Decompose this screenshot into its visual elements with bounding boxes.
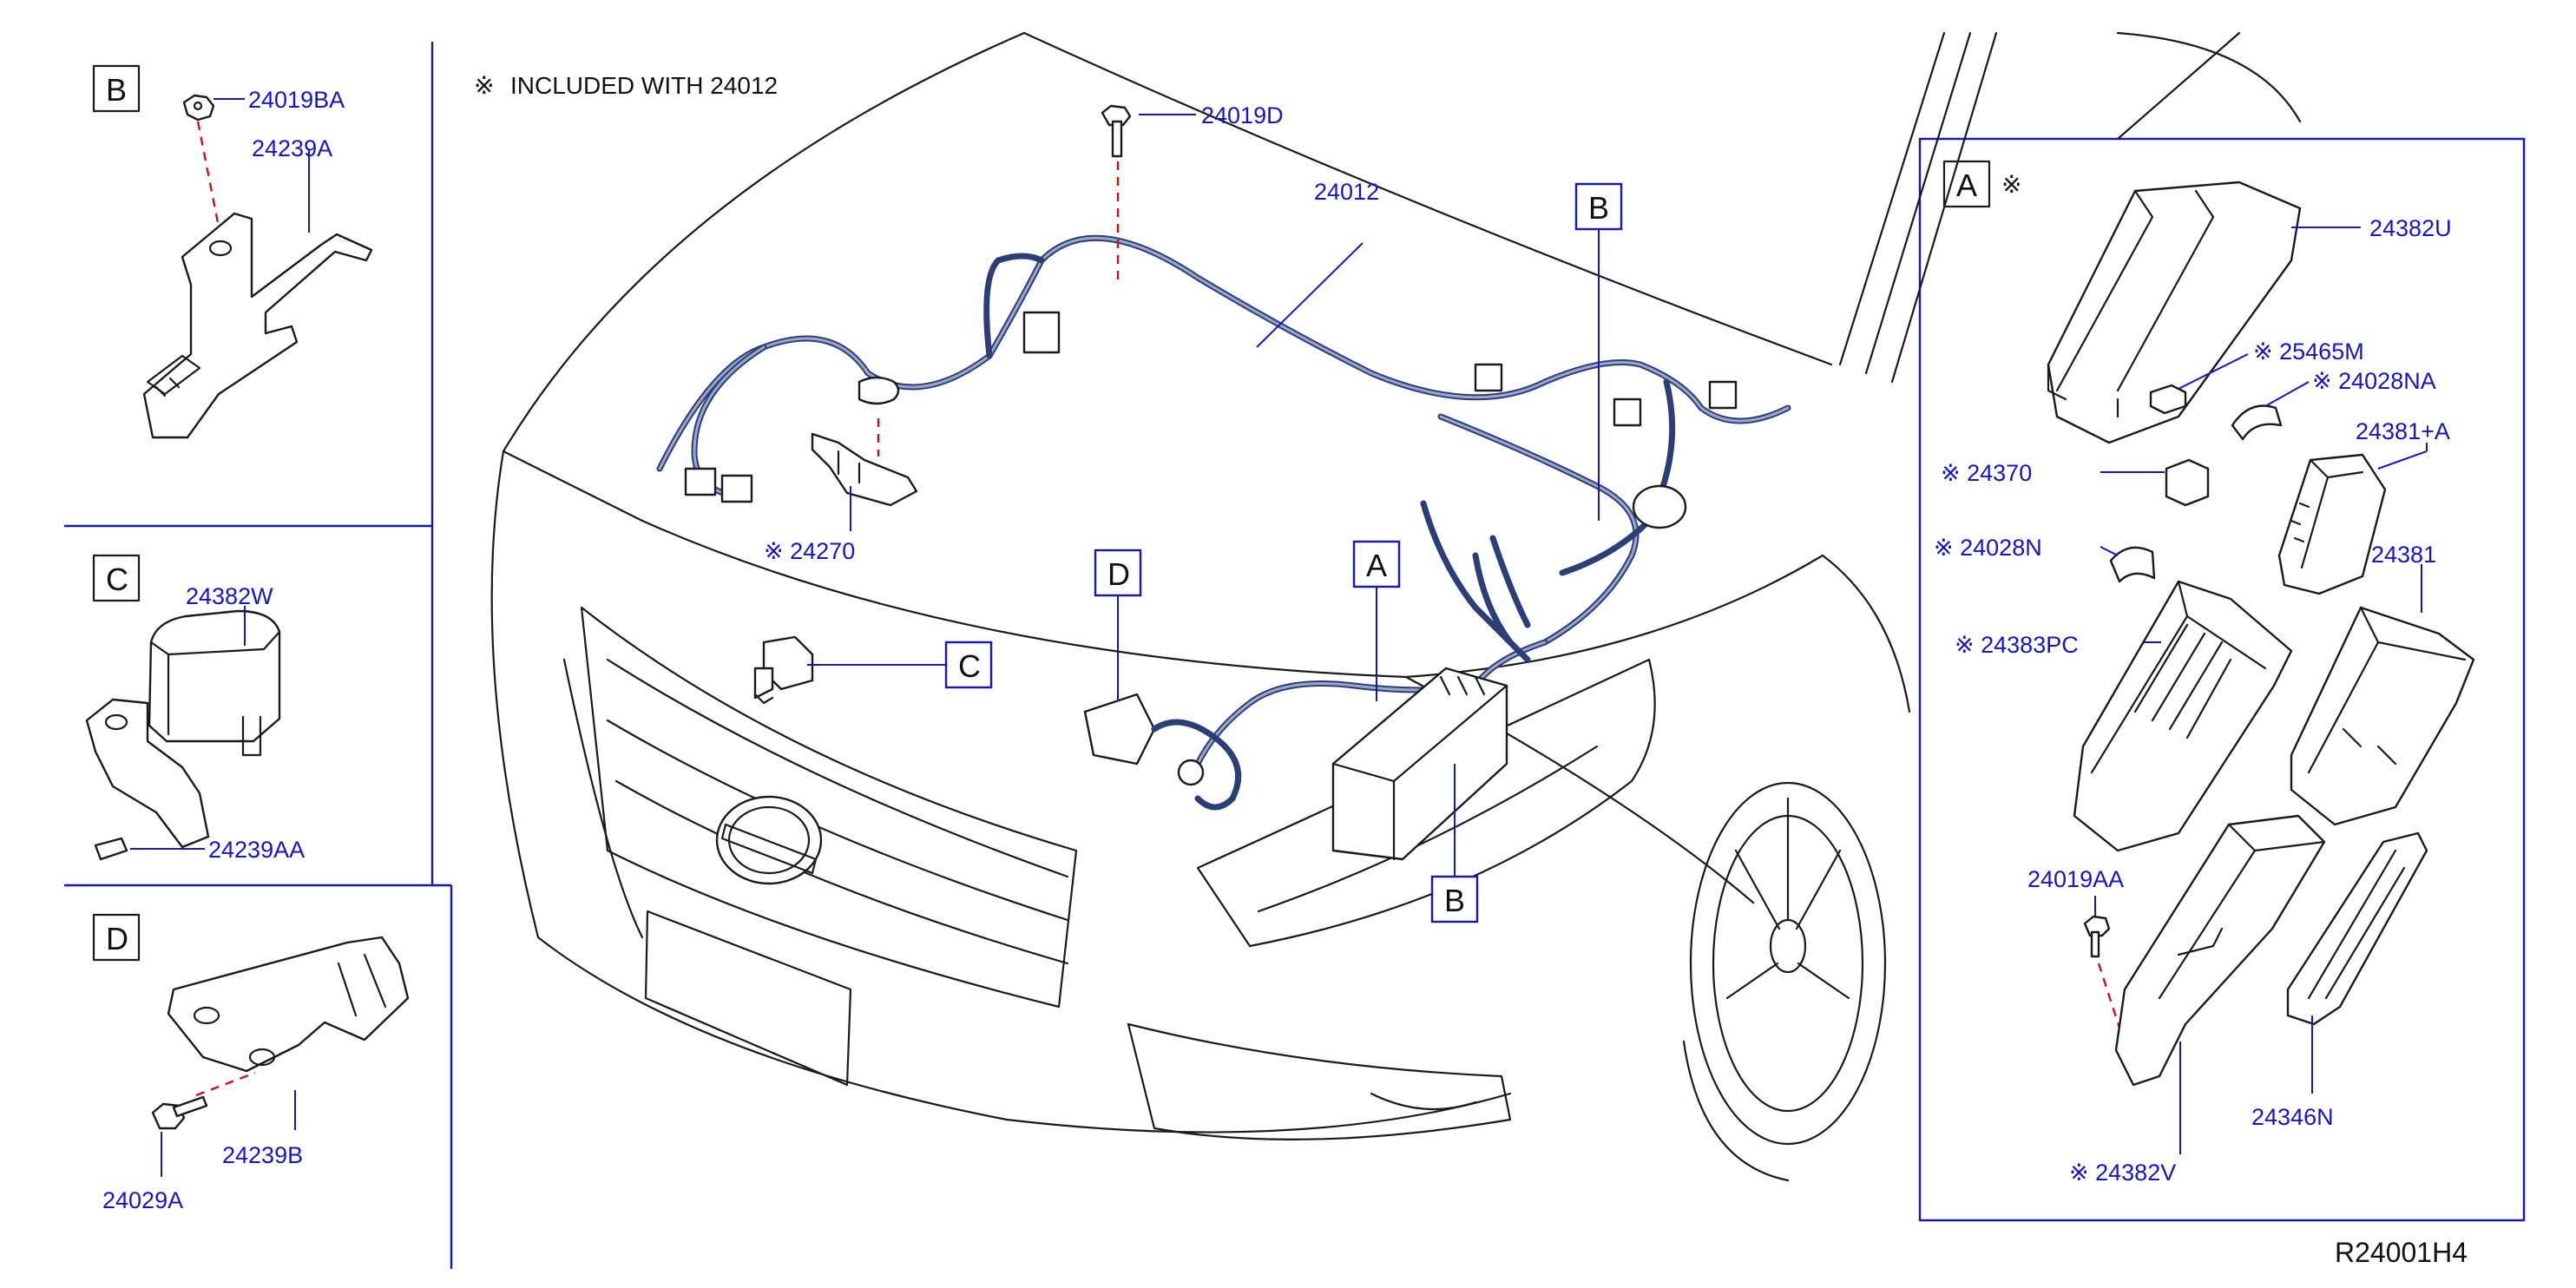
upper-cover-24382u-drawing <box>2047 181 2302 444</box>
grommet <box>1632 484 1687 529</box>
panel-c-letter: C <box>106 562 128 597</box>
main-labels: 24019D 24012 ※ 24270 <box>764 102 1379 564</box>
label-24019aa: 24019AA <box>2027 866 2124 892</box>
front-wheel <box>1689 781 1887 1146</box>
bracket-d-in-place <box>1083 693 1156 766</box>
callout-a-letter: A <box>1366 548 1387 583</box>
label-24370: ※ 24370 <box>1941 460 2032 486</box>
panel-a-mark: ※ <box>2001 171 2021 198</box>
panel-d: D 24029A 24239B <box>92 913 410 1213</box>
connector <box>1613 398 1642 427</box>
connector <box>684 467 717 496</box>
callout-c <box>944 641 993 689</box>
callout-a <box>1352 540 1401 588</box>
callout-b-top <box>1574 182 1623 231</box>
label-24019ba: 24019BA <box>248 87 345 113</box>
note-text: INCLUDED WITH 24012 <box>510 72 778 99</box>
label-24028na: ※ 24028NA <box>2312 368 2436 394</box>
panel-c-box <box>92 554 141 602</box>
label-24028n: ※ 24028N <box>1934 535 2042 561</box>
clip-24028n-drawing <box>2109 546 2156 583</box>
label-24239a: 24239A <box>252 135 332 161</box>
label-24381a: 24381+A <box>2356 418 2450 444</box>
lower-case-24382v-drawing <box>2114 814 2326 1087</box>
connector <box>1708 380 1738 410</box>
bracket-24346n-drawing <box>2286 831 2428 1026</box>
panel-a: A ※ 24382U ※ 25465M ※ 24028NA ※ 24370 2 <box>1934 160 2475 1186</box>
label-24346n: 24346N <box>2251 1104 2334 1130</box>
panel-b-letter: B <box>106 72 127 108</box>
nissan-emblem <box>715 795 823 885</box>
label-24382u: 24382U <box>2369 215 2452 241</box>
label-24382w: 24382W <box>186 583 273 609</box>
panel-b: B 24019BA 24239A <box>92 64 373 439</box>
label-24239b: 24239B <box>222 1142 303 1168</box>
label-24381: 24381 <box>2371 542 2436 568</box>
included-note: ※ INCLUDED WITH 24012 <box>474 72 778 99</box>
panel-d-letter: D <box>106 921 128 956</box>
panel-a-letter: A <box>1956 168 1977 203</box>
connector <box>1022 311 1061 354</box>
label-24239aa: 24239AA <box>208 837 305 863</box>
clip-24028na-drawing <box>2231 404 2283 441</box>
vehicle-outline <box>490 31 2302 1182</box>
nut-24019ba-drawing <box>182 94 215 122</box>
callout-b-bottom <box>1430 875 1479 923</box>
label-24383pc: ※ 24383PC <box>1955 632 2079 658</box>
fuse-block-24383pc-drawing <box>2073 580 2293 852</box>
note-mark: ※ <box>474 72 494 99</box>
bolt-24019d-drawing <box>1101 104 1132 158</box>
callout-c-letter: C <box>958 648 981 684</box>
relay-24370-drawing <box>2165 458 2210 507</box>
label-24019d: 24019D <box>1201 102 1284 128</box>
label-24029a: 24029A <box>102 1187 183 1213</box>
callout-d-letter: D <box>1107 556 1130 592</box>
relay-box-24381a-drawing <box>2277 453 2387 595</box>
relay-24382w-drawing <box>85 609 281 861</box>
connector <box>720 474 753 503</box>
fuse-25465m-drawing <box>2149 384 2187 415</box>
bracket-24239a-drawing <box>142 212 373 439</box>
panel-b-box <box>92 64 141 113</box>
connector <box>1474 363 1503 392</box>
callouts: A B B C D <box>807 182 1623 923</box>
relay-box-24381-drawing <box>2290 606 2475 826</box>
bolt-24019aa-drawing <box>2083 915 2111 958</box>
panel-d-box <box>92 913 141 962</box>
panel-a-box <box>1942 160 1991 208</box>
label-24270: ※ 24270 <box>764 538 855 564</box>
bracket-24239b-drawing <box>167 936 410 1073</box>
label-24382v: ※ 24382V <box>2069 1160 2176 1186</box>
callout-b-bottom-letter: B <box>1444 883 1465 918</box>
panel-dividers <box>64 42 2526 1269</box>
reference-code: R24001H4 <box>2335 1237 2468 1268</box>
relay-c-in-place <box>753 635 814 705</box>
callout-d <box>1094 549 1142 597</box>
label-24012: 24012 <box>1314 179 1379 205</box>
engine-harness-24012 <box>656 234 1791 811</box>
label-25465m: ※ 25465M <box>2253 338 2364 365</box>
relay-box-in-place <box>1331 667 1508 861</box>
callout-b-top-letter: B <box>1588 190 1609 226</box>
bolt-24029a-drawing <box>151 1095 208 1130</box>
panel-c: C 24382W 24239AA <box>85 554 305 863</box>
sensor-24270-drawing <box>811 432 918 507</box>
